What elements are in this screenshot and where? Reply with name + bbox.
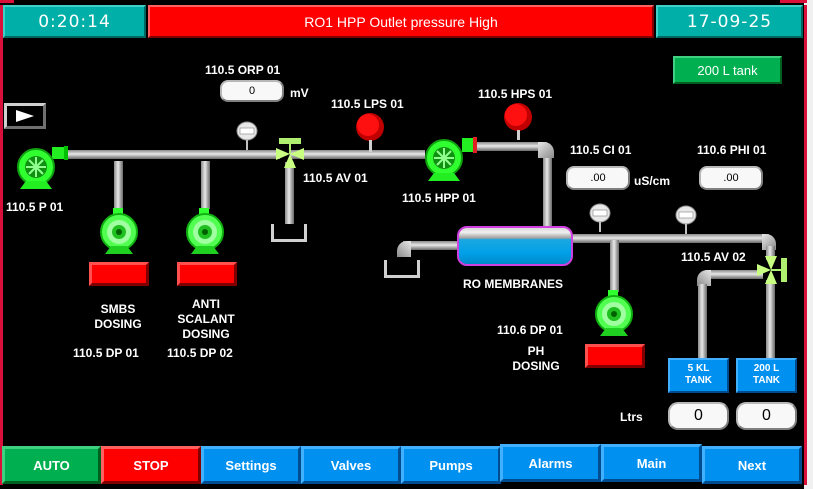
dosing-pump-icon[interactable] [95, 208, 143, 256]
conductivity-tag: 110.5 CI 01 [570, 143, 632, 157]
tank-5kl-level: 0 [668, 402, 729, 430]
nav-valves-button[interactable]: Valves [301, 446, 401, 484]
pipe-hpp-outlet [475, 142, 547, 151]
pipe-dp01-branch [114, 161, 123, 209]
feed-pump-tag: 110.5 P 01 [6, 200, 64, 214]
valve-av01-tag: 110.5 AV 01 [303, 171, 368, 185]
pipe-to-hpp [290, 150, 425, 159]
ph-tag: 110.6 PHI 01 [697, 143, 767, 157]
pipe-av02-to-5kl [705, 270, 763, 279]
dosing-pump-icon[interactable] [181, 208, 229, 256]
dosing-pump-icon[interactable] [590, 290, 638, 338]
nav-settings-button[interactable]: Settings [201, 446, 301, 484]
pipe-to-200l-tank [766, 280, 775, 358]
play-button[interactable] [4, 103, 46, 129]
ph-value: .00 [699, 166, 763, 190]
dosing-pump-tag: 110.6 DP 01 [497, 323, 563, 337]
nav-stop-button[interactable]: STOP [101, 446, 201, 484]
dosing-pump-status [585, 344, 645, 368]
alarm-banner[interactable]: RO1 HPP Outlet pressure High [148, 5, 654, 38]
pipe-to-membranes [543, 148, 552, 228]
ro-membranes-label: RO MEMBRANES [463, 277, 564, 291]
pipe-reject [403, 241, 459, 250]
nav-next-button[interactable]: Next [702, 446, 802, 484]
hp-pump-tag: 110.5 HPP 01 [402, 191, 476, 205]
tank-200l-level: 0 [736, 402, 797, 430]
orp-value: 0 [220, 80, 284, 102]
drain-av01 [271, 224, 307, 242]
clock-display: 0:20:14 [3, 5, 146, 38]
frame-border-top-left [0, 0, 14, 3]
play-icon [16, 110, 34, 122]
dosing-pump-status [89, 262, 149, 286]
date-display: 17-09-25 [656, 5, 803, 38]
pipe-av01-drain [285, 162, 294, 224]
pipe-elbow-5kl [697, 270, 711, 286]
frame-border-right [804, 5, 807, 485]
pipe-to-5kl-tank [698, 284, 707, 358]
valve-av02-tag: 110.5 AV 02 [681, 250, 746, 264]
pipe-permeate [573, 234, 769, 243]
ro-membrane-vessel[interactable] [457, 226, 573, 266]
orp-tag: 110.5 ORP 01 [205, 63, 281, 77]
nav-auto-button[interactable]: AUTO [2, 446, 101, 484]
hp-pump-icon[interactable] [418, 136, 478, 182]
conductivity-unit: uS/cm [634, 174, 671, 188]
pipe-dp02-branch [201, 161, 210, 209]
dosing-pump-status [177, 262, 237, 286]
lps-indicator-icon[interactable] [355, 112, 385, 156]
nav-alarms-button[interactable]: Alarms [500, 444, 601, 482]
nav-main-button[interactable]: Main [601, 444, 702, 482]
hps-indicator-icon[interactable] [503, 102, 533, 142]
nav-pumps-button[interactable]: Pumps [401, 446, 501, 484]
orp-unit: mV [290, 86, 309, 100]
pipe-elbow-hpp [538, 142, 554, 158]
dosing-pump-tag: 110.5 DP 01 [73, 346, 139, 360]
frame-border-left [0, 5, 3, 485]
frame-border-top-right [780, 0, 807, 3]
pipe-feed-header [68, 150, 280, 159]
dosing-pump-tag: 110.5 DP 02 [167, 346, 233, 360]
hps-tag: 110.5 HPS 01 [478, 87, 553, 101]
conductivity-value: .00 [566, 166, 630, 190]
tank-select-button[interactable]: 200 L tank [673, 56, 782, 84]
pressure-gauge-icon [236, 121, 258, 150]
feed-pump-icon[interactable] [12, 145, 70, 191]
pipe-to-av02 [766, 246, 775, 260]
pipe-ph-dosing-branch [610, 240, 619, 292]
lps-tag: 110.5 LPS 01 [331, 97, 404, 111]
pressure-gauge-icon [675, 205, 697, 234]
pipe-elbow-reject [397, 241, 411, 257]
valve-av02-icon[interactable] [757, 256, 789, 286]
valve-av01-icon[interactable] [276, 138, 304, 168]
pressure-gauge-icon [589, 203, 611, 232]
drain-reject [384, 260, 420, 278]
tank-level-unit: Ltrs [620, 410, 643, 424]
